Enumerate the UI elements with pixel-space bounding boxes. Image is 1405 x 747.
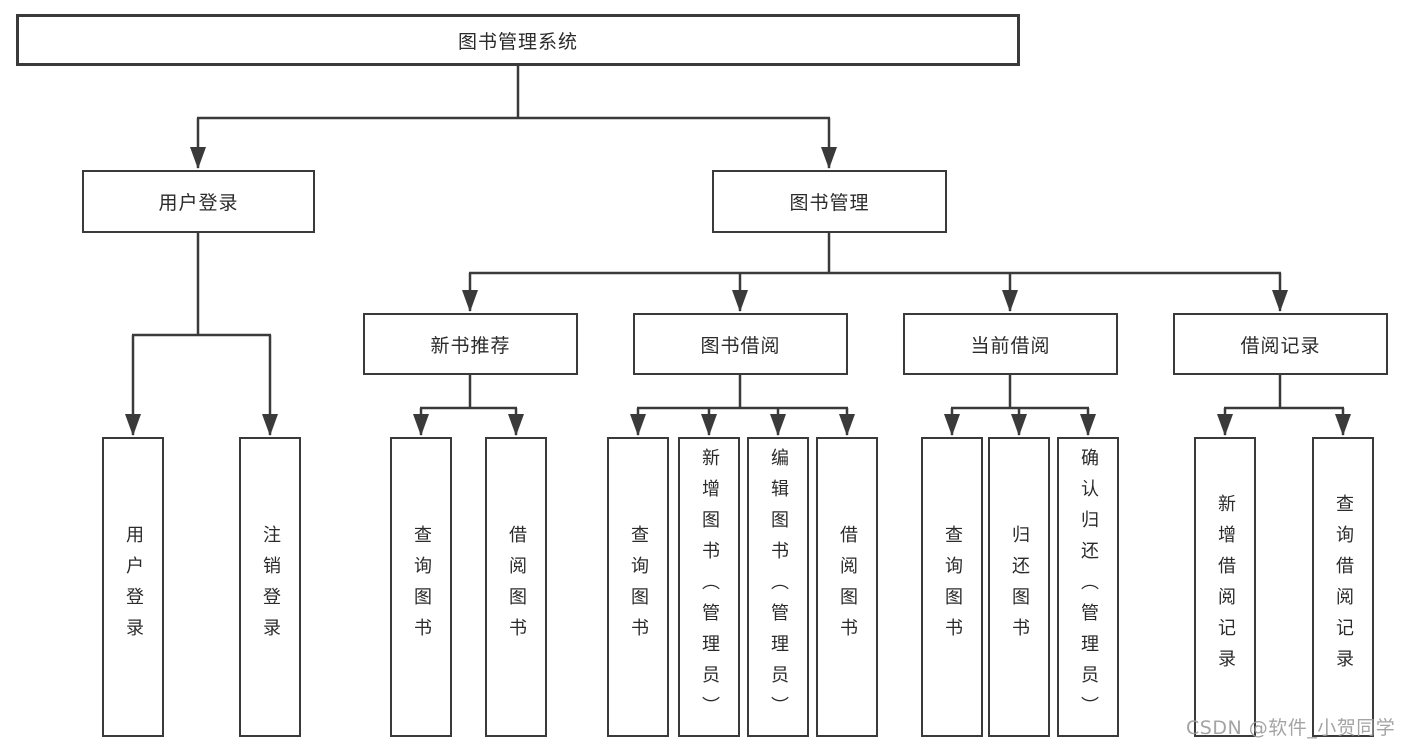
- node-book-borrowing: 图书借阅: [633, 313, 848, 375]
- node-user-login: 用户登录: [82, 170, 315, 233]
- node-label: 新增图书（管理员）: [699, 447, 720, 727]
- leaf-query-books-recommend: 查询图书: [390, 437, 452, 737]
- node-label: 借阅图书: [506, 525, 527, 649]
- node-label: 查询图书: [628, 525, 649, 649]
- leaf-confirm-return-admin: 确认归还（管理员）: [1057, 437, 1119, 737]
- leaf-query-borrow-record: 查询借阅记录: [1312, 437, 1374, 737]
- node-label: 新书推荐: [430, 334, 511, 357]
- node-label: 查询图书: [942, 525, 963, 649]
- leaf-query-books-current: 查询图书: [921, 437, 983, 737]
- leaf-edit-books-admin: 编辑图书（管理员）: [747, 437, 809, 737]
- node-label: 查询借阅记录: [1333, 494, 1354, 680]
- node-book-management: 图书管理: [712, 170, 947, 233]
- csdn-watermark: CSDN @软件_小贺同学: [1186, 717, 1396, 739]
- node-label: 用户登录: [123, 525, 144, 649]
- node-label: 新增借阅记录: [1215, 494, 1236, 680]
- node-label: 编辑图书（管理员）: [768, 447, 789, 727]
- node-label: 图书管理系统: [457, 30, 578, 53]
- node-label: 借阅图书: [837, 525, 858, 649]
- leaf-add-borrow-record: 新增借阅记录: [1194, 437, 1256, 737]
- node-label: 确认归还（管理员）: [1078, 447, 1099, 727]
- leaf-return-books: 归还图书: [988, 437, 1050, 737]
- node-new-book-recommendation: 新书推荐: [363, 313, 578, 375]
- leaf-borrow-books-borrowing: 借阅图书: [816, 437, 878, 737]
- node-label: 注销登录: [260, 525, 281, 649]
- node-label: 图书借阅: [700, 334, 781, 357]
- leaf-borrow-books-recommend: 借阅图书: [485, 437, 547, 737]
- node-borrowing-records: 借阅记录: [1173, 313, 1388, 375]
- leaf-logout-login: 注销登录: [239, 437, 301, 737]
- leaf-add-books-admin: 新增图书（管理员）: [678, 437, 740, 737]
- node-label: 图书管理: [789, 192, 870, 214]
- leaf-user-login: 用户登录: [102, 437, 164, 737]
- node-label: 借阅记录: [1240, 334, 1321, 357]
- leaf-query-books-borrowing: 查询图书: [607, 437, 669, 737]
- node-label: 归还图书: [1009, 525, 1030, 649]
- node-label: 查询图书: [411, 525, 432, 649]
- node-library-management-system: 图书管理系统: [16, 14, 1020, 66]
- node-label: 当前借阅: [970, 334, 1051, 357]
- node-current-borrowing: 当前借阅: [903, 313, 1118, 375]
- node-label: 用户登录: [158, 192, 239, 214]
